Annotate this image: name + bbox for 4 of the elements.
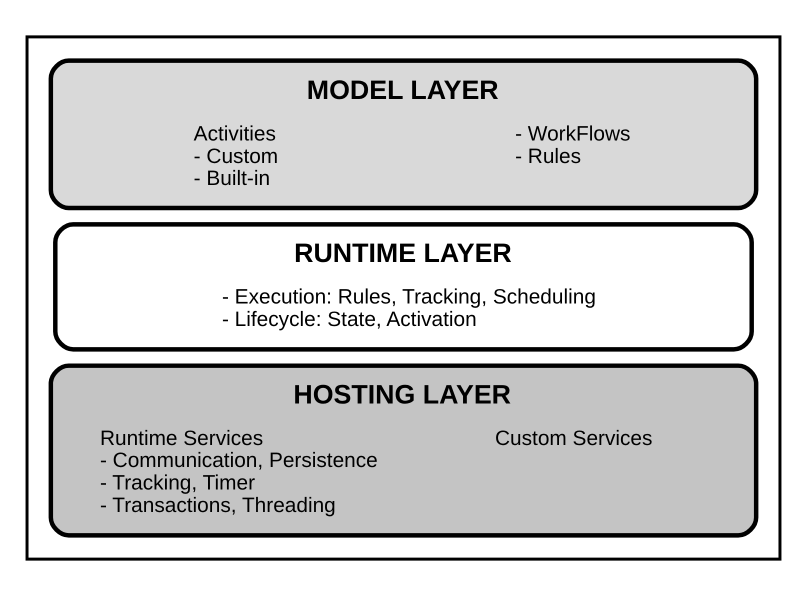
cluster [25, 34, 781, 560]
node-box: RUNTIME LAYER - Execution: Rules, Tracking, Scheduling - Lifecycle: State, Activation [52, 222, 754, 352]
node-box: HOSTING LAYER Runtime Services - Communication, Persistence - Tracking, Timer - Transactions, Threading Custom Services [48, 362, 758, 538]
node-box: MODEL LAYER Activities - Custom - Built-in - WorkFlows - Rules [48, 58, 758, 210]
